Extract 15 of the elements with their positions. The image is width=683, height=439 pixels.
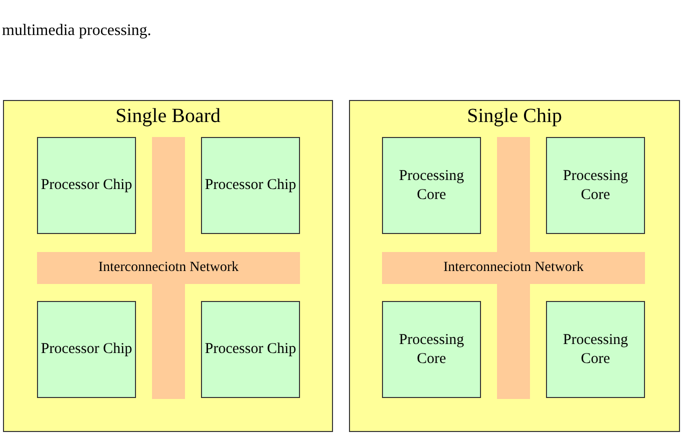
panel-title: Single Board [116, 105, 220, 128]
body-text: multimedia processing. [2, 22, 152, 40]
processor-box: Processing Core [546, 137, 645, 234]
processor-box: Processor Chip [37, 137, 136, 234]
processor-box: Processing Core [382, 137, 481, 234]
panel-title: Single Chip [466, 105, 562, 128]
processor-box: Processor Chip [37, 301, 136, 398]
processor-box: Processor Chip [201, 301, 300, 398]
processor-box: Processing Core [382, 301, 481, 398]
processor-box: Processing Core [546, 301, 645, 398]
system-panel [3, 100, 333, 432]
network-label: Interconneciotn Network [98, 259, 239, 277]
network-label: Interconneciotn Network [443, 259, 584, 277]
processor-box: Processor Chip [201, 137, 300, 234]
system-panel [349, 100, 680, 432]
